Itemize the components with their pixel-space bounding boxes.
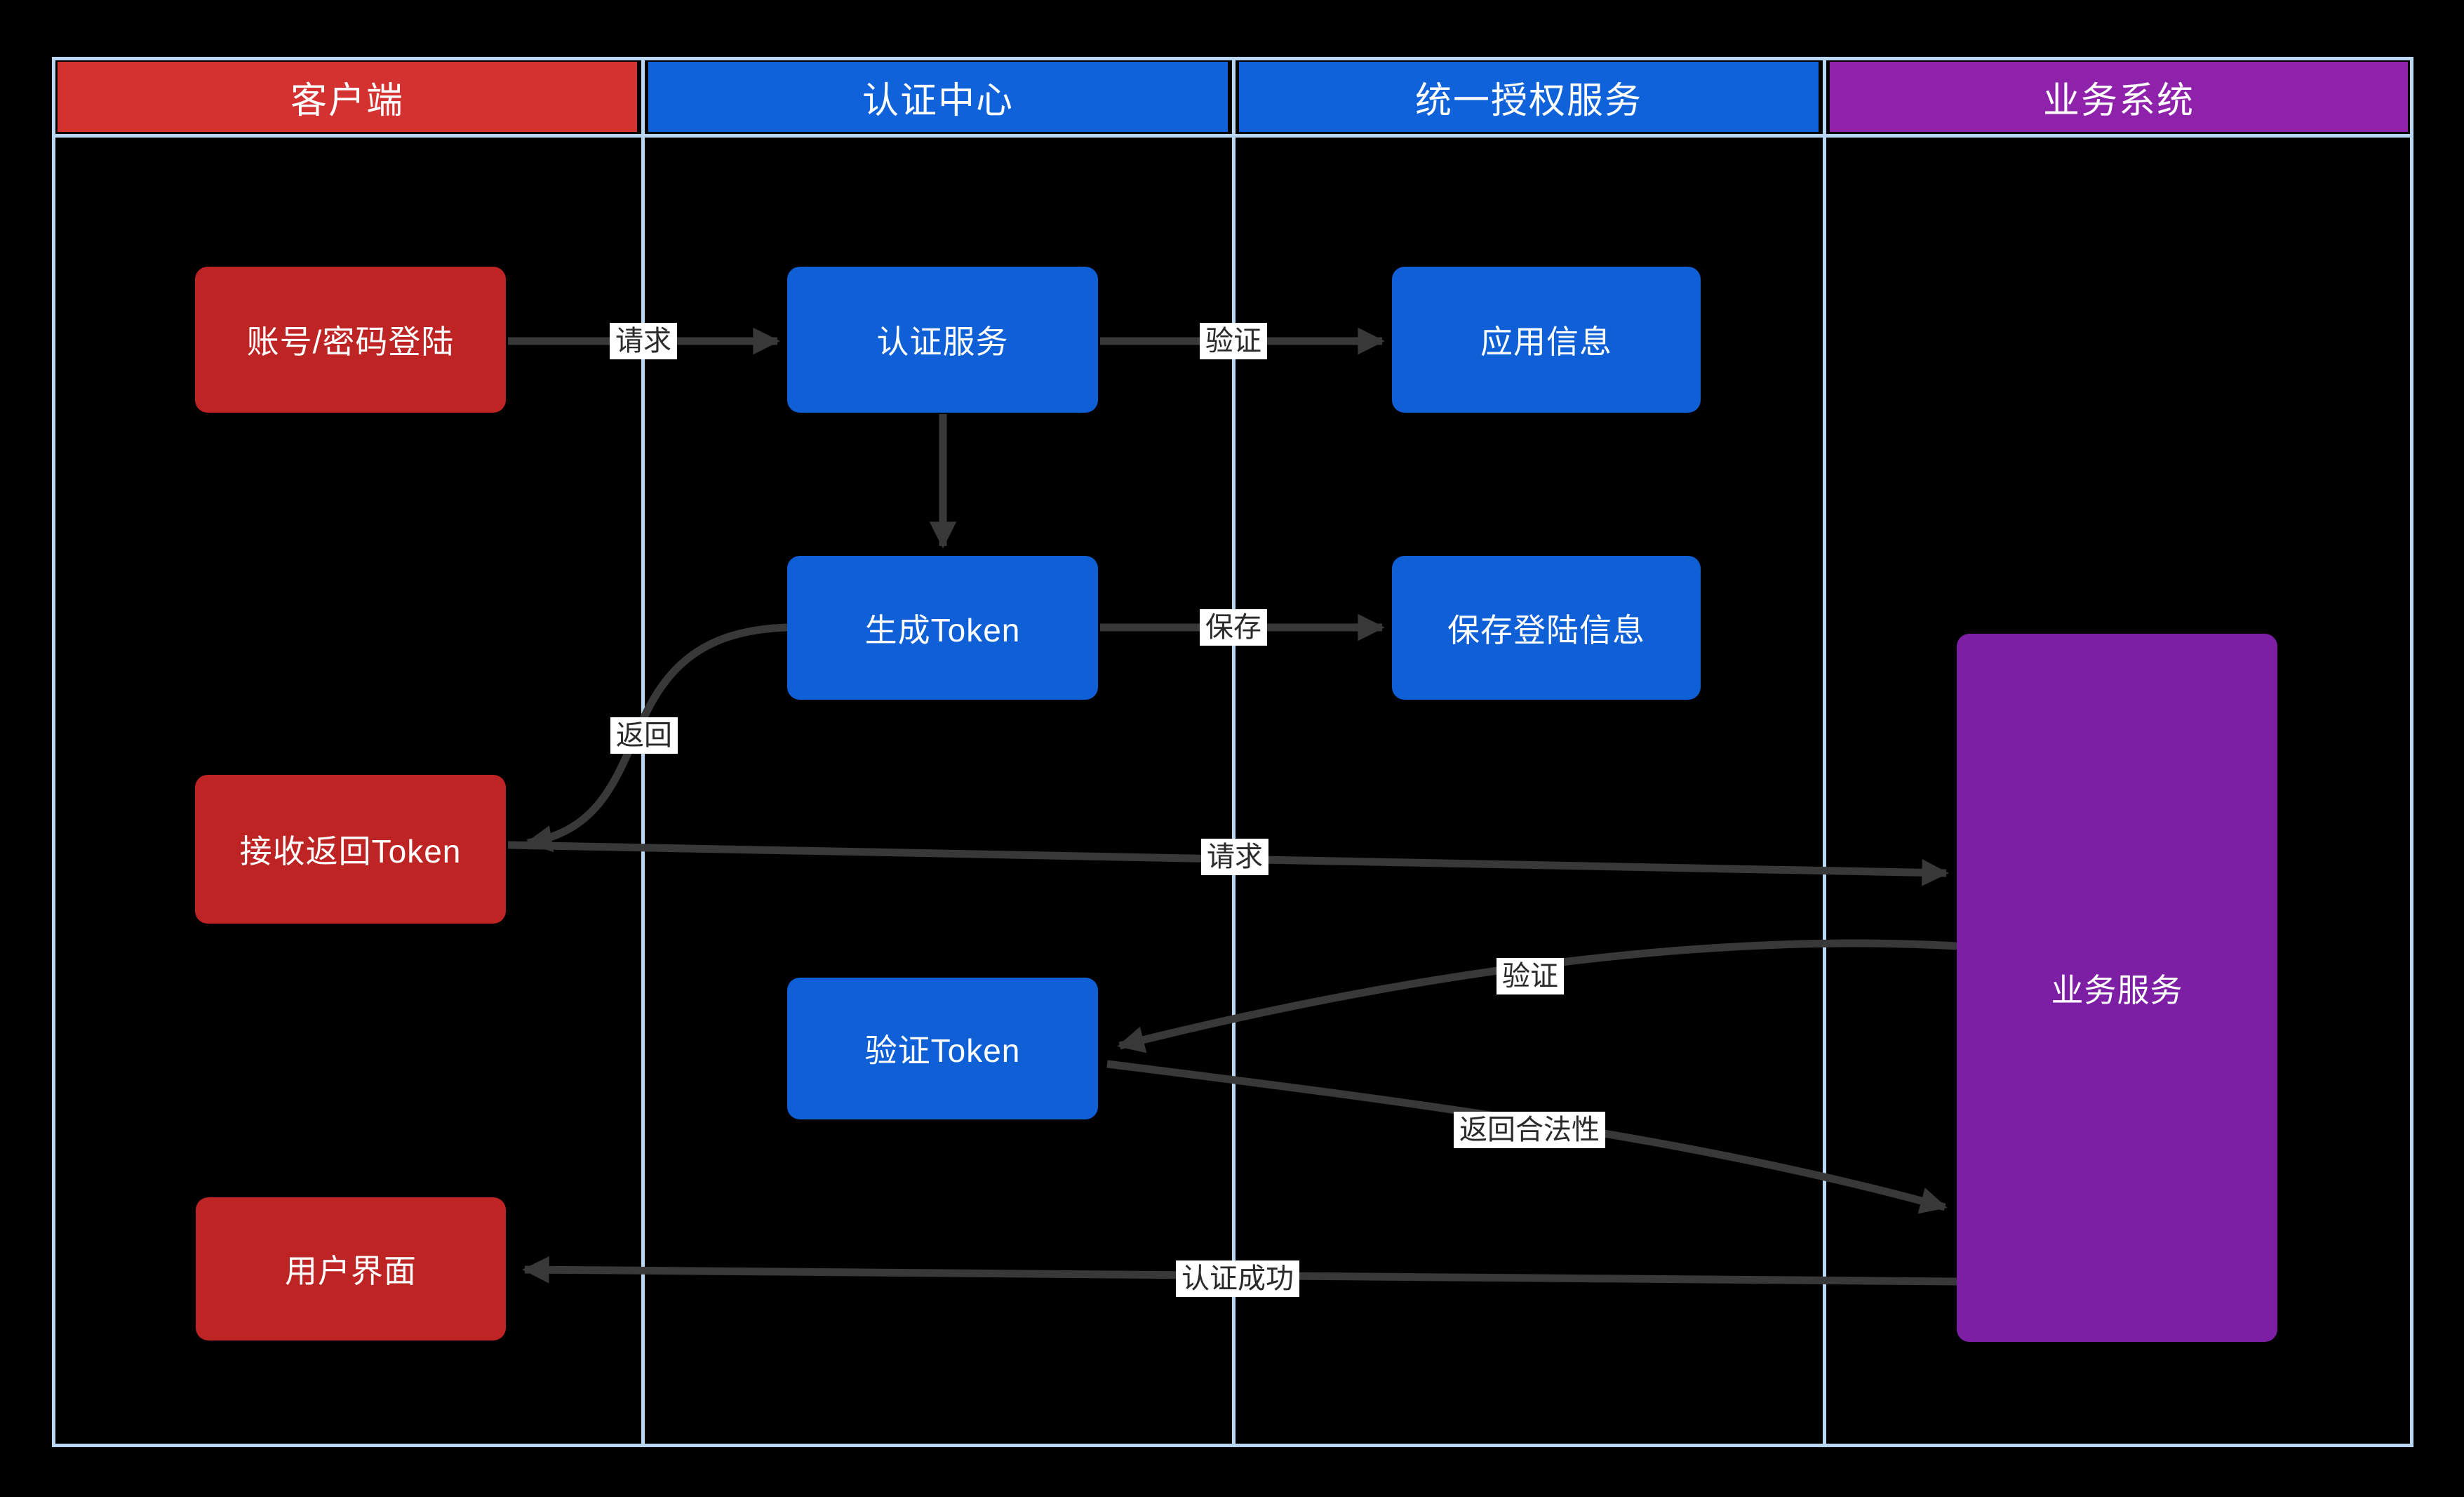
node-biz-service[interactable]: 业务服务	[1957, 634, 2277, 1342]
edge-label-login-request: 请求	[610, 323, 677, 359]
edge-label-save: 保存	[1200, 609, 1267, 646]
node-auth-service[interactable]: 认证服务	[787, 267, 1098, 413]
lane-header-auth-service: 统一授权服务	[1239, 62, 1819, 132]
node-app-info[interactable]: 应用信息	[1392, 267, 1701, 413]
lane-header-label: 统一授权服务	[1414, 80, 1642, 121]
node-verify-token[interactable]: 验证Token	[787, 978, 1098, 1119]
lane-header-biz-system: 业务系统	[1830, 62, 2408, 132]
node-label: 保存登陆信息	[1447, 611, 1645, 648]
edge-label-verify-app: 验证	[1200, 323, 1267, 359]
lane-header-label: 认证中心	[862, 80, 1014, 121]
node-label: 账号/密码登陆	[246, 324, 455, 360]
node-account-login[interactable]: 账号/密码登陆	[195, 267, 506, 413]
node-user-interface[interactable]: 用户界面	[196, 1197, 506, 1340]
node-label: 验证Token	[864, 1032, 1021, 1069]
edge-label-auth-success: 认证成功	[1176, 1260, 1299, 1297]
node-generate-token[interactable]: 生成Token	[787, 556, 1098, 700]
node-label: 业务服务	[2051, 971, 2183, 1009]
edge-label-return-token: 返回	[610, 717, 678, 754]
lane-header-underline	[52, 134, 2413, 138]
lane-header-label: 业务系统	[2042, 80, 2195, 121]
lane-header-auth-center: 认证中心	[648, 62, 1228, 132]
lane-separator-2	[1232, 57, 1236, 1447]
node-save-login-info[interactable]: 保存登陆信息	[1392, 556, 1701, 700]
lane-separator-3	[1823, 57, 1826, 1447]
node-label: 用户界面	[285, 1253, 417, 1289]
node-receive-token[interactable]: 接收返回Token	[195, 775, 506, 924]
edge-label-return-validity: 返回合法性	[1454, 1112, 1605, 1148]
lane-header-client: 客户端	[58, 62, 637, 132]
node-label: 认证服务	[876, 324, 1009, 360]
node-label: 接收返回Token	[239, 833, 462, 870]
edge-label-service-request: 请求	[1201, 839, 1268, 875]
lane-header-label: 客户端	[290, 80, 404, 121]
node-label: 生成Token	[864, 611, 1021, 648]
node-label: 应用信息	[1480, 324, 1612, 360]
edge-label-verify-token: 验证	[1497, 958, 1564, 994]
